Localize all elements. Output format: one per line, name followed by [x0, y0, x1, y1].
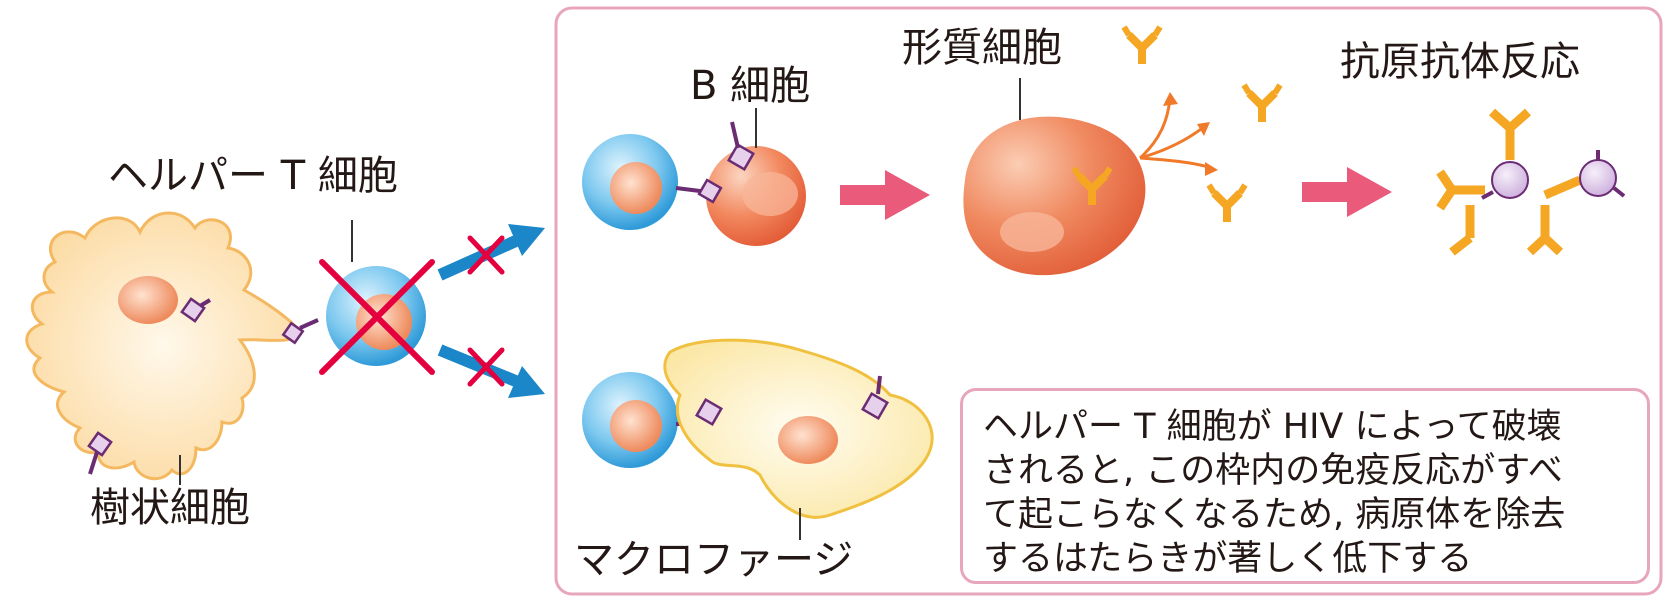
process-arrow-2 — [1302, 167, 1392, 217]
explanation-note: ヘルパー T 細胞が HIV によって破壊 されると, この枠内の免疫反応がすべ… — [960, 388, 1650, 584]
b-cell — [697, 121, 806, 246]
antigen-antibody-complex — [1436, 108, 1626, 256]
dendritic-cell-label: 樹状細胞 — [90, 485, 250, 531]
note-line-4: するはたらきが著しく低下する — [983, 539, 1473, 579]
blocked-arrow-upper — [437, 224, 545, 281]
note-line-1: ヘルパー T 細胞が HIV によって破壊 — [983, 407, 1562, 447]
process-arrow-1 — [840, 170, 930, 220]
plasma-cell — [963, 116, 1146, 276]
plasma-cell-label: 形質細胞 — [902, 25, 1062, 71]
secretion-arrows — [1138, 92, 1218, 176]
antigen-antibody-label: 抗原抗体反応 — [1340, 39, 1580, 85]
immune-response-frame — [554, 6, 1663, 596]
note-line-2: されると, この枠内の免疫反応がすべ — [983, 451, 1563, 491]
macrophage-label: マクロファージ — [574, 537, 854, 583]
blocked-arrow-lower — [437, 344, 545, 398]
helper-t-cell-label: ヘルパー T 細胞 — [108, 153, 398, 199]
antibody-free-3 — [1209, 185, 1245, 222]
t-cell-top — [582, 134, 678, 230]
antibody-free-1 — [1124, 27, 1160, 64]
dendritic-cell — [25, 211, 319, 481]
b-cell-label: B 細胞 — [690, 63, 811, 109]
note-line-3: て起こらなくなるため, 病原体を除去 — [983, 495, 1566, 535]
cross-mark — [319, 259, 435, 375]
t-cell-bottom — [582, 372, 678, 468]
antibody-free-2 — [1244, 85, 1280, 122]
macrophage — [663, 338, 934, 519]
